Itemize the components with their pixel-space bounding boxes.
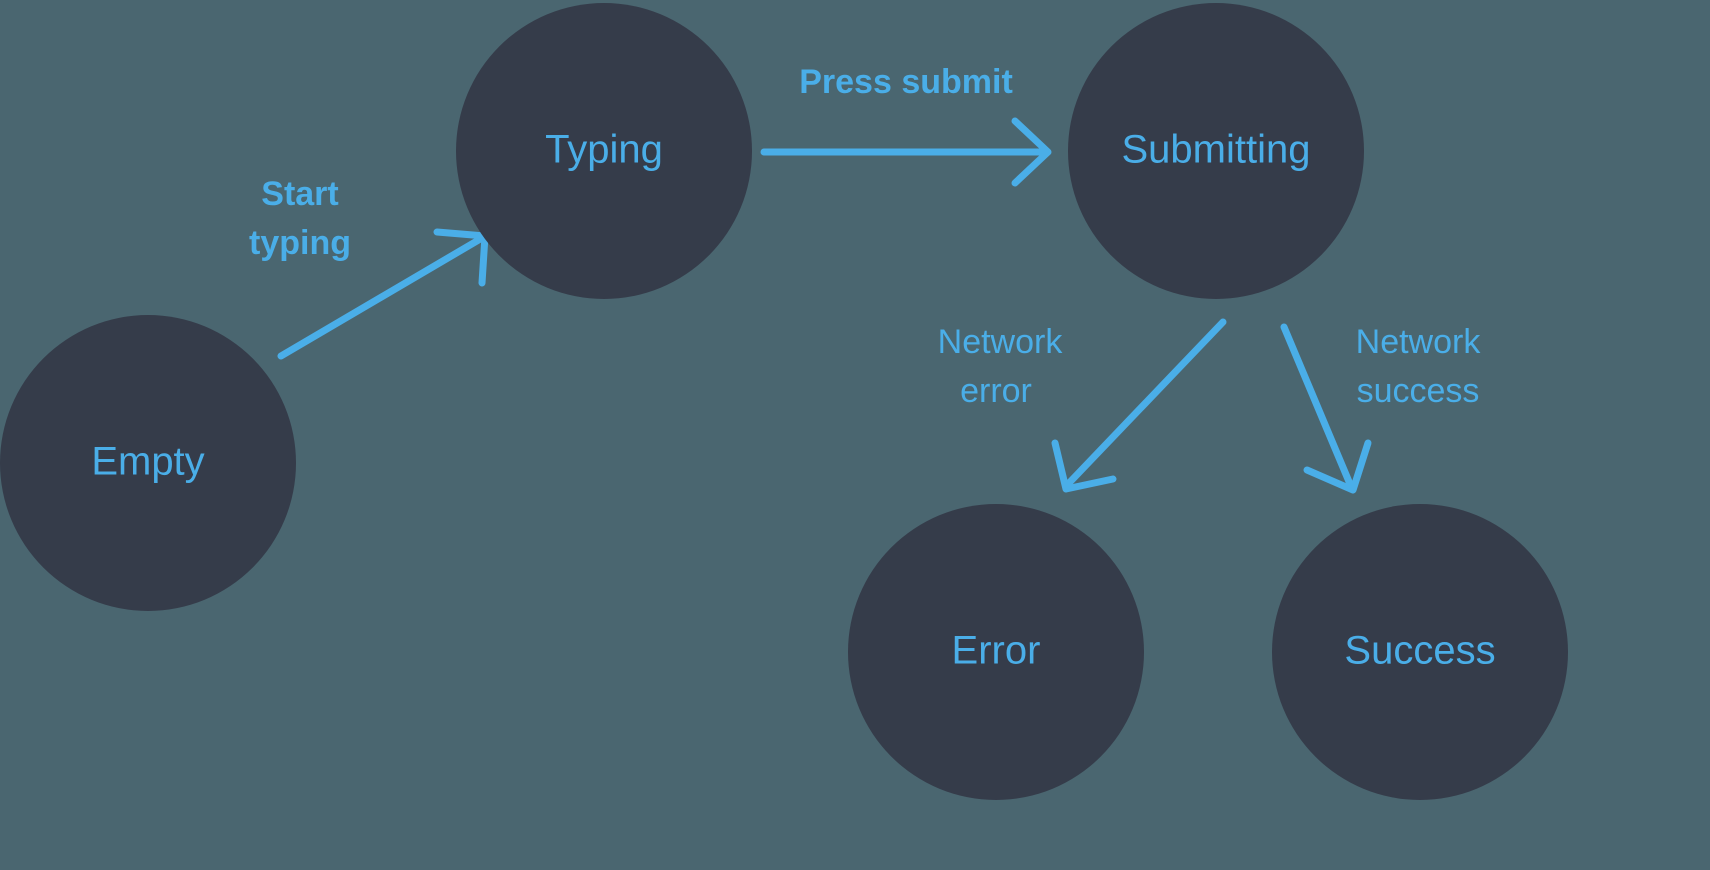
state-node-empty[interactable]: Empty [0, 315, 296, 611]
transition-label-network-success-line1: Network [1356, 323, 1482, 361]
state-node-typing-label: Typing [545, 128, 663, 172]
state-node-empty-label: Empty [91, 440, 204, 484]
state-node-typing-circle[interactable] [456, 3, 752, 299]
transition-press-submit-arrowhead [1011, 117, 1052, 187]
transition-network-success-arrowhead [1303, 439, 1372, 494]
transition-label-network-error-line1: Network [938, 323, 1064, 361]
state-node-success-circle[interactable] [1272, 504, 1568, 800]
state-node-success[interactable]: Success [1272, 504, 1568, 800]
state-node-error[interactable]: Error [848, 504, 1144, 800]
transition-label-start-typing-line2: typing [249, 224, 351, 262]
state-node-empty-circle[interactable] [0, 315, 296, 611]
transition-network-success-line [1280, 323, 1354, 488]
state-node-submitting[interactable]: Submitting [1068, 3, 1364, 299]
transition-press-submit [760, 117, 1052, 187]
transition-label-network-error: Network error [938, 323, 1064, 410]
transition-label-network-success-line2: success [1357, 372, 1480, 410]
state-node-submitting-circle[interactable] [1068, 3, 1364, 299]
transition-network-error-line [1066, 318, 1227, 486]
transition-label-press-submit: Press submit [799, 63, 1013, 101]
state-node-error-label: Error [952, 629, 1041, 673]
state-node-error-circle[interactable] [848, 504, 1144, 800]
transition-label-start-typing-line1: Start [261, 175, 338, 213]
state-node-submitting-label: Submitting [1122, 128, 1311, 172]
transition-network-error [1051, 318, 1227, 493]
state-node-typing[interactable]: Typing [456, 3, 752, 299]
transition-start-typing-line [277, 234, 486, 360]
transition-label-network-success: Network success [1356, 323, 1482, 410]
state-node-success-label: Success [1344, 629, 1495, 673]
transition-network-success [1280, 323, 1372, 494]
transition-label-start-typing: Start typing [249, 175, 351, 262]
transition-network-error-arrowhead [1051, 439, 1117, 493]
transition-label-press-submit-line1: Press submit [799, 63, 1013, 101]
transition-label-network-error-line2: error [960, 372, 1032, 410]
